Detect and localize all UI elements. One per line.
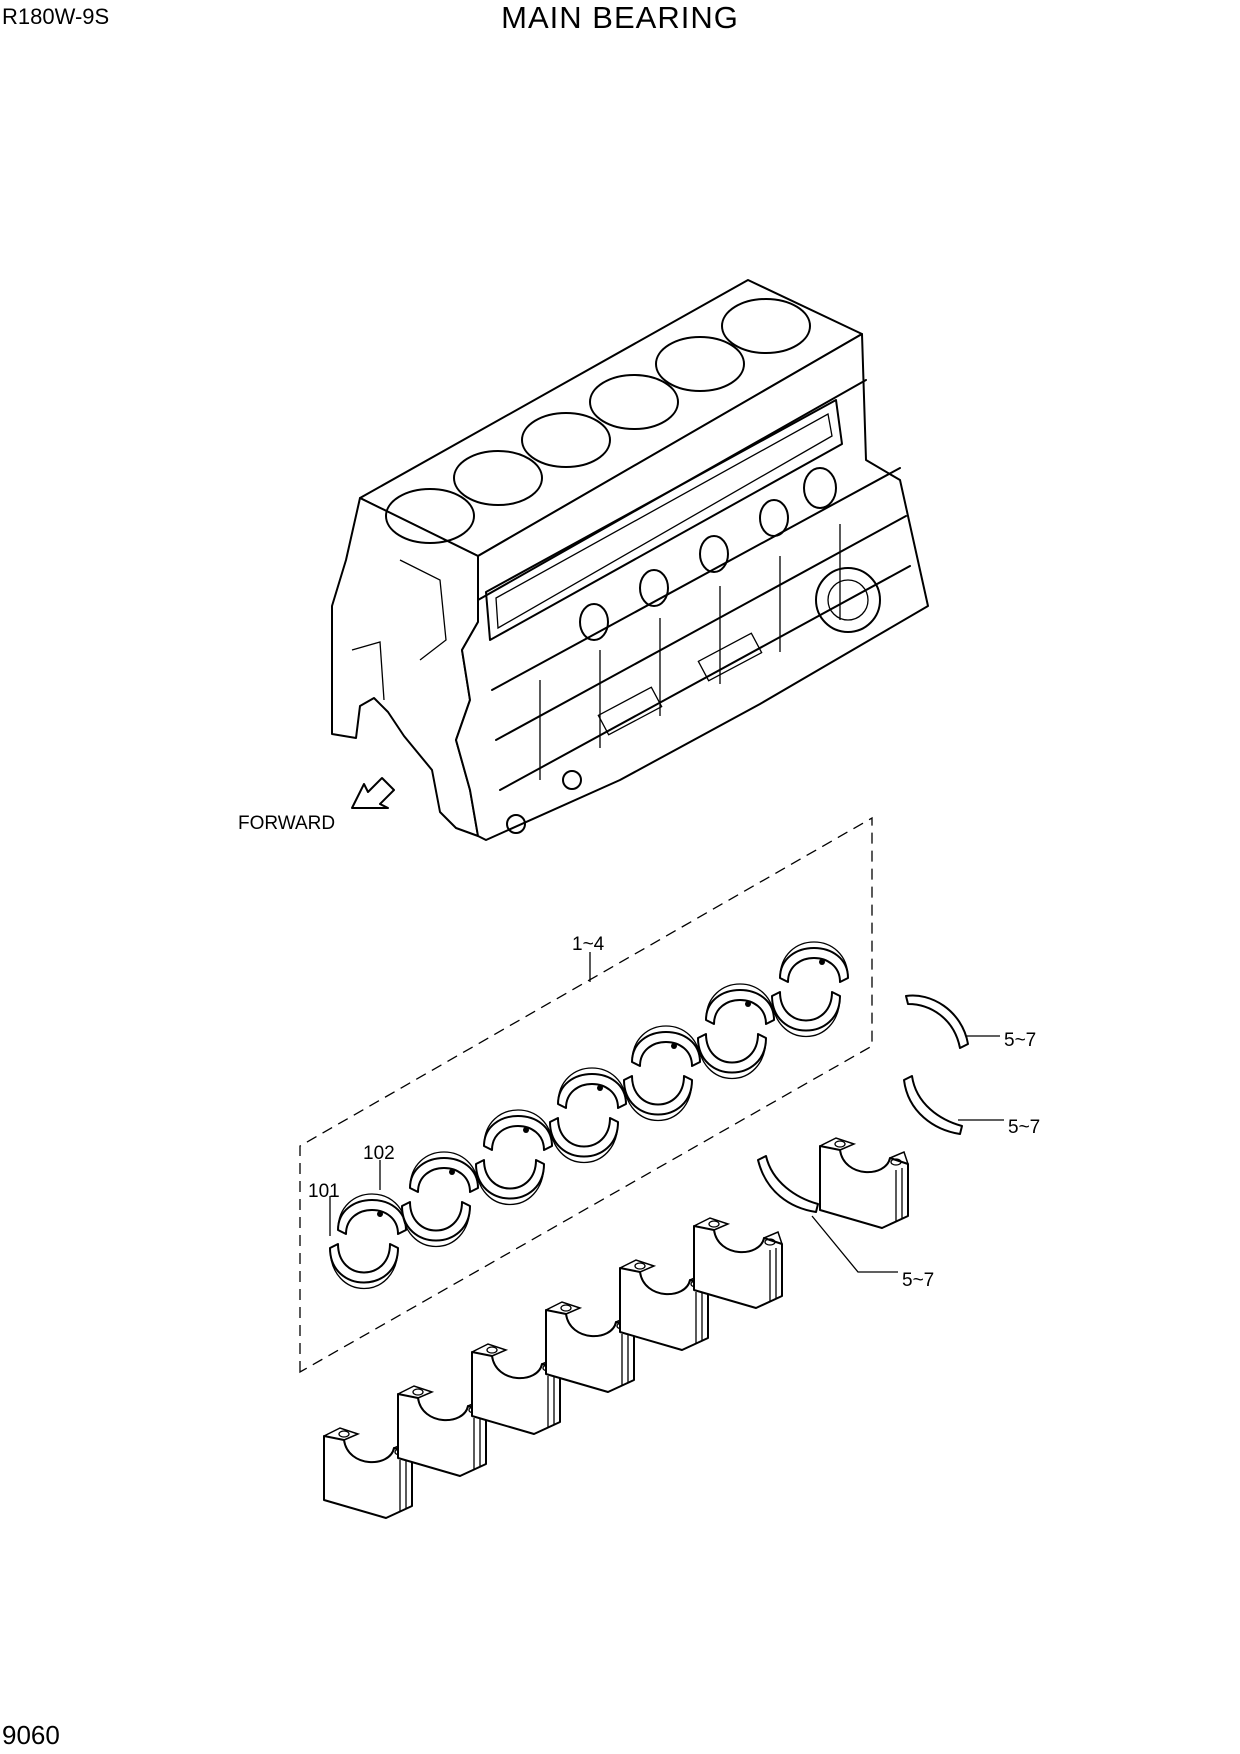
callout-lower-shell: 101 xyxy=(308,1181,340,1202)
bearing-set-boundary xyxy=(299,816,873,1374)
page-title: MAIN BEARING xyxy=(501,0,739,35)
forward-label: FORWARD xyxy=(238,813,336,834)
forward-arrow-icon xyxy=(351,777,395,809)
model-number: R180W-9S xyxy=(2,4,110,29)
page-number: 9060 xyxy=(2,1720,60,1750)
callout-thrust-washer-3: 5~7 xyxy=(902,1270,935,1291)
callout-thrust-washer-1: 5~7 xyxy=(1004,1030,1037,1051)
main-bearing-caps xyxy=(323,1137,909,1519)
cylinder-block xyxy=(331,279,929,841)
upper-bearing-shells xyxy=(337,941,849,1235)
callout-upper-shell: 102 xyxy=(363,1143,395,1164)
thrust-washers xyxy=(757,994,969,1213)
callout-bearing-set: 1~4 xyxy=(572,934,605,955)
callout-thrust-washer-2: 5~7 xyxy=(1008,1117,1041,1138)
